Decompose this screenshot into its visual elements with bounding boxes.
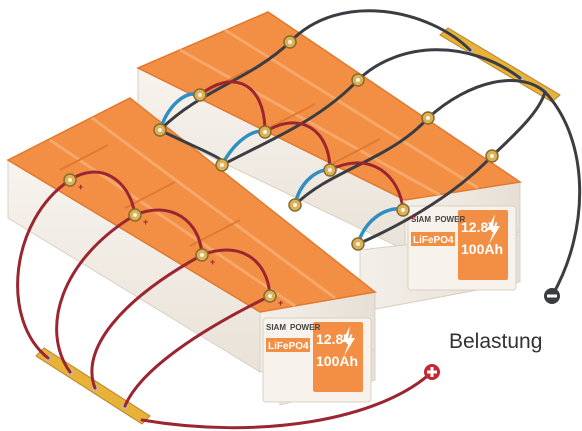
plus-circle-icon: [424, 364, 440, 380]
brand-right-right: POWER: [435, 215, 465, 224]
plus-sign: +: [78, 182, 83, 192]
label-capacity-left: 100Ah: [316, 353, 358, 369]
brand-left-right: SIAM: [411, 215, 431, 224]
plus-sign: +: [278, 298, 283, 308]
label-voltage-left: 12.8V: [316, 331, 353, 347]
load-label: Belastung: [449, 330, 543, 353]
terminals: + + + + +: [63, 35, 499, 308]
label-capacity-right: 100Ah: [461, 241, 503, 257]
brand-left-left: SIAM: [266, 323, 286, 332]
battery-bank-left: LiFePO4 12.8V 100Ah SIAM POWER: [6, 97, 377, 406]
plus-sign: +: [410, 212, 415, 222]
lightning-icon: [487, 214, 500, 244]
brand-right-left: POWER: [290, 323, 320, 332]
label-voltage-right: 12.8V: [461, 219, 498, 235]
label-chemistry-left: LiFePO4: [268, 341, 309, 352]
plus-sign: +: [210, 257, 215, 267]
lightning-icon: [342, 326, 355, 356]
wiring: [16, 9, 582, 430]
plus-sign: +: [143, 217, 148, 227]
label-chemistry-right: LiFePO4: [413, 235, 454, 246]
minus-circle-icon: [544, 288, 560, 304]
battery-bank-right: LiFePO4 12.8V 100Ah SIAM POWER: [136, 11, 523, 313]
